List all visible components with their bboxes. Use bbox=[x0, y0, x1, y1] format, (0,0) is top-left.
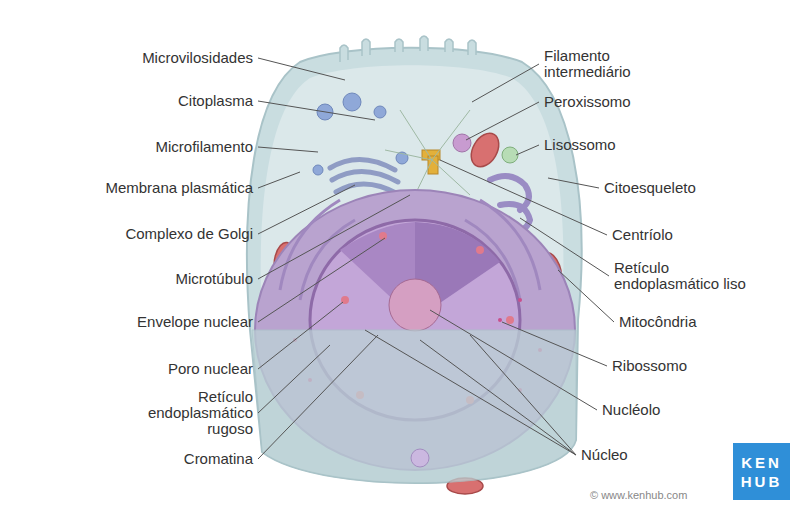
logo-box: KEN HUB bbox=[733, 443, 790, 500]
part-label: Lisossomo bbox=[544, 137, 616, 153]
part-label: Membrana plasmática bbox=[105, 180, 253, 196]
part-label: Peroxissomo bbox=[544, 94, 631, 110]
cell-membrane bbox=[247, 48, 582, 483]
part-label: Envelope nuclear bbox=[137, 314, 253, 330]
part-label: Retículo endoplasmático liso bbox=[614, 260, 764, 292]
part-label: Retículo endoplasmático rugoso bbox=[128, 389, 253, 437]
microvilli bbox=[340, 36, 476, 62]
part-label: Núcleo bbox=[581, 447, 628, 463]
lysosome bbox=[502, 147, 518, 163]
part-label: Centríolo bbox=[612, 227, 673, 243]
golgi-complex bbox=[330, 159, 398, 194]
peroxisome bbox=[453, 134, 471, 152]
part-label: Filamento intermediário bbox=[544, 48, 654, 80]
part-label: Microvilosidades bbox=[142, 50, 253, 66]
watermark: © www.kenhub.com bbox=[590, 489, 687, 501]
part-label: Poro nuclear bbox=[168, 361, 253, 377]
part-label: Microtúbulo bbox=[175, 271, 253, 287]
part-label: Ribossomo bbox=[612, 358, 687, 374]
part-label: Mitocôndria bbox=[619, 314, 697, 330]
logo-text: KEN HUB bbox=[739, 453, 785, 491]
vesicles bbox=[313, 93, 408, 175]
part-label: Complexo de Golgi bbox=[125, 226, 253, 242]
part-label: Nucléolo bbox=[602, 402, 660, 418]
part-label: Cromatina bbox=[184, 451, 253, 467]
lysosome bbox=[411, 449, 429, 467]
part-label: Microfilamento bbox=[155, 139, 253, 155]
nucleolus bbox=[389, 279, 441, 331]
part-label: Citoplasma bbox=[178, 93, 253, 109]
cell-cut-section bbox=[252, 330, 576, 483]
part-label: Citoesqueleto bbox=[604, 180, 696, 196]
leader-lines bbox=[258, 58, 614, 459]
